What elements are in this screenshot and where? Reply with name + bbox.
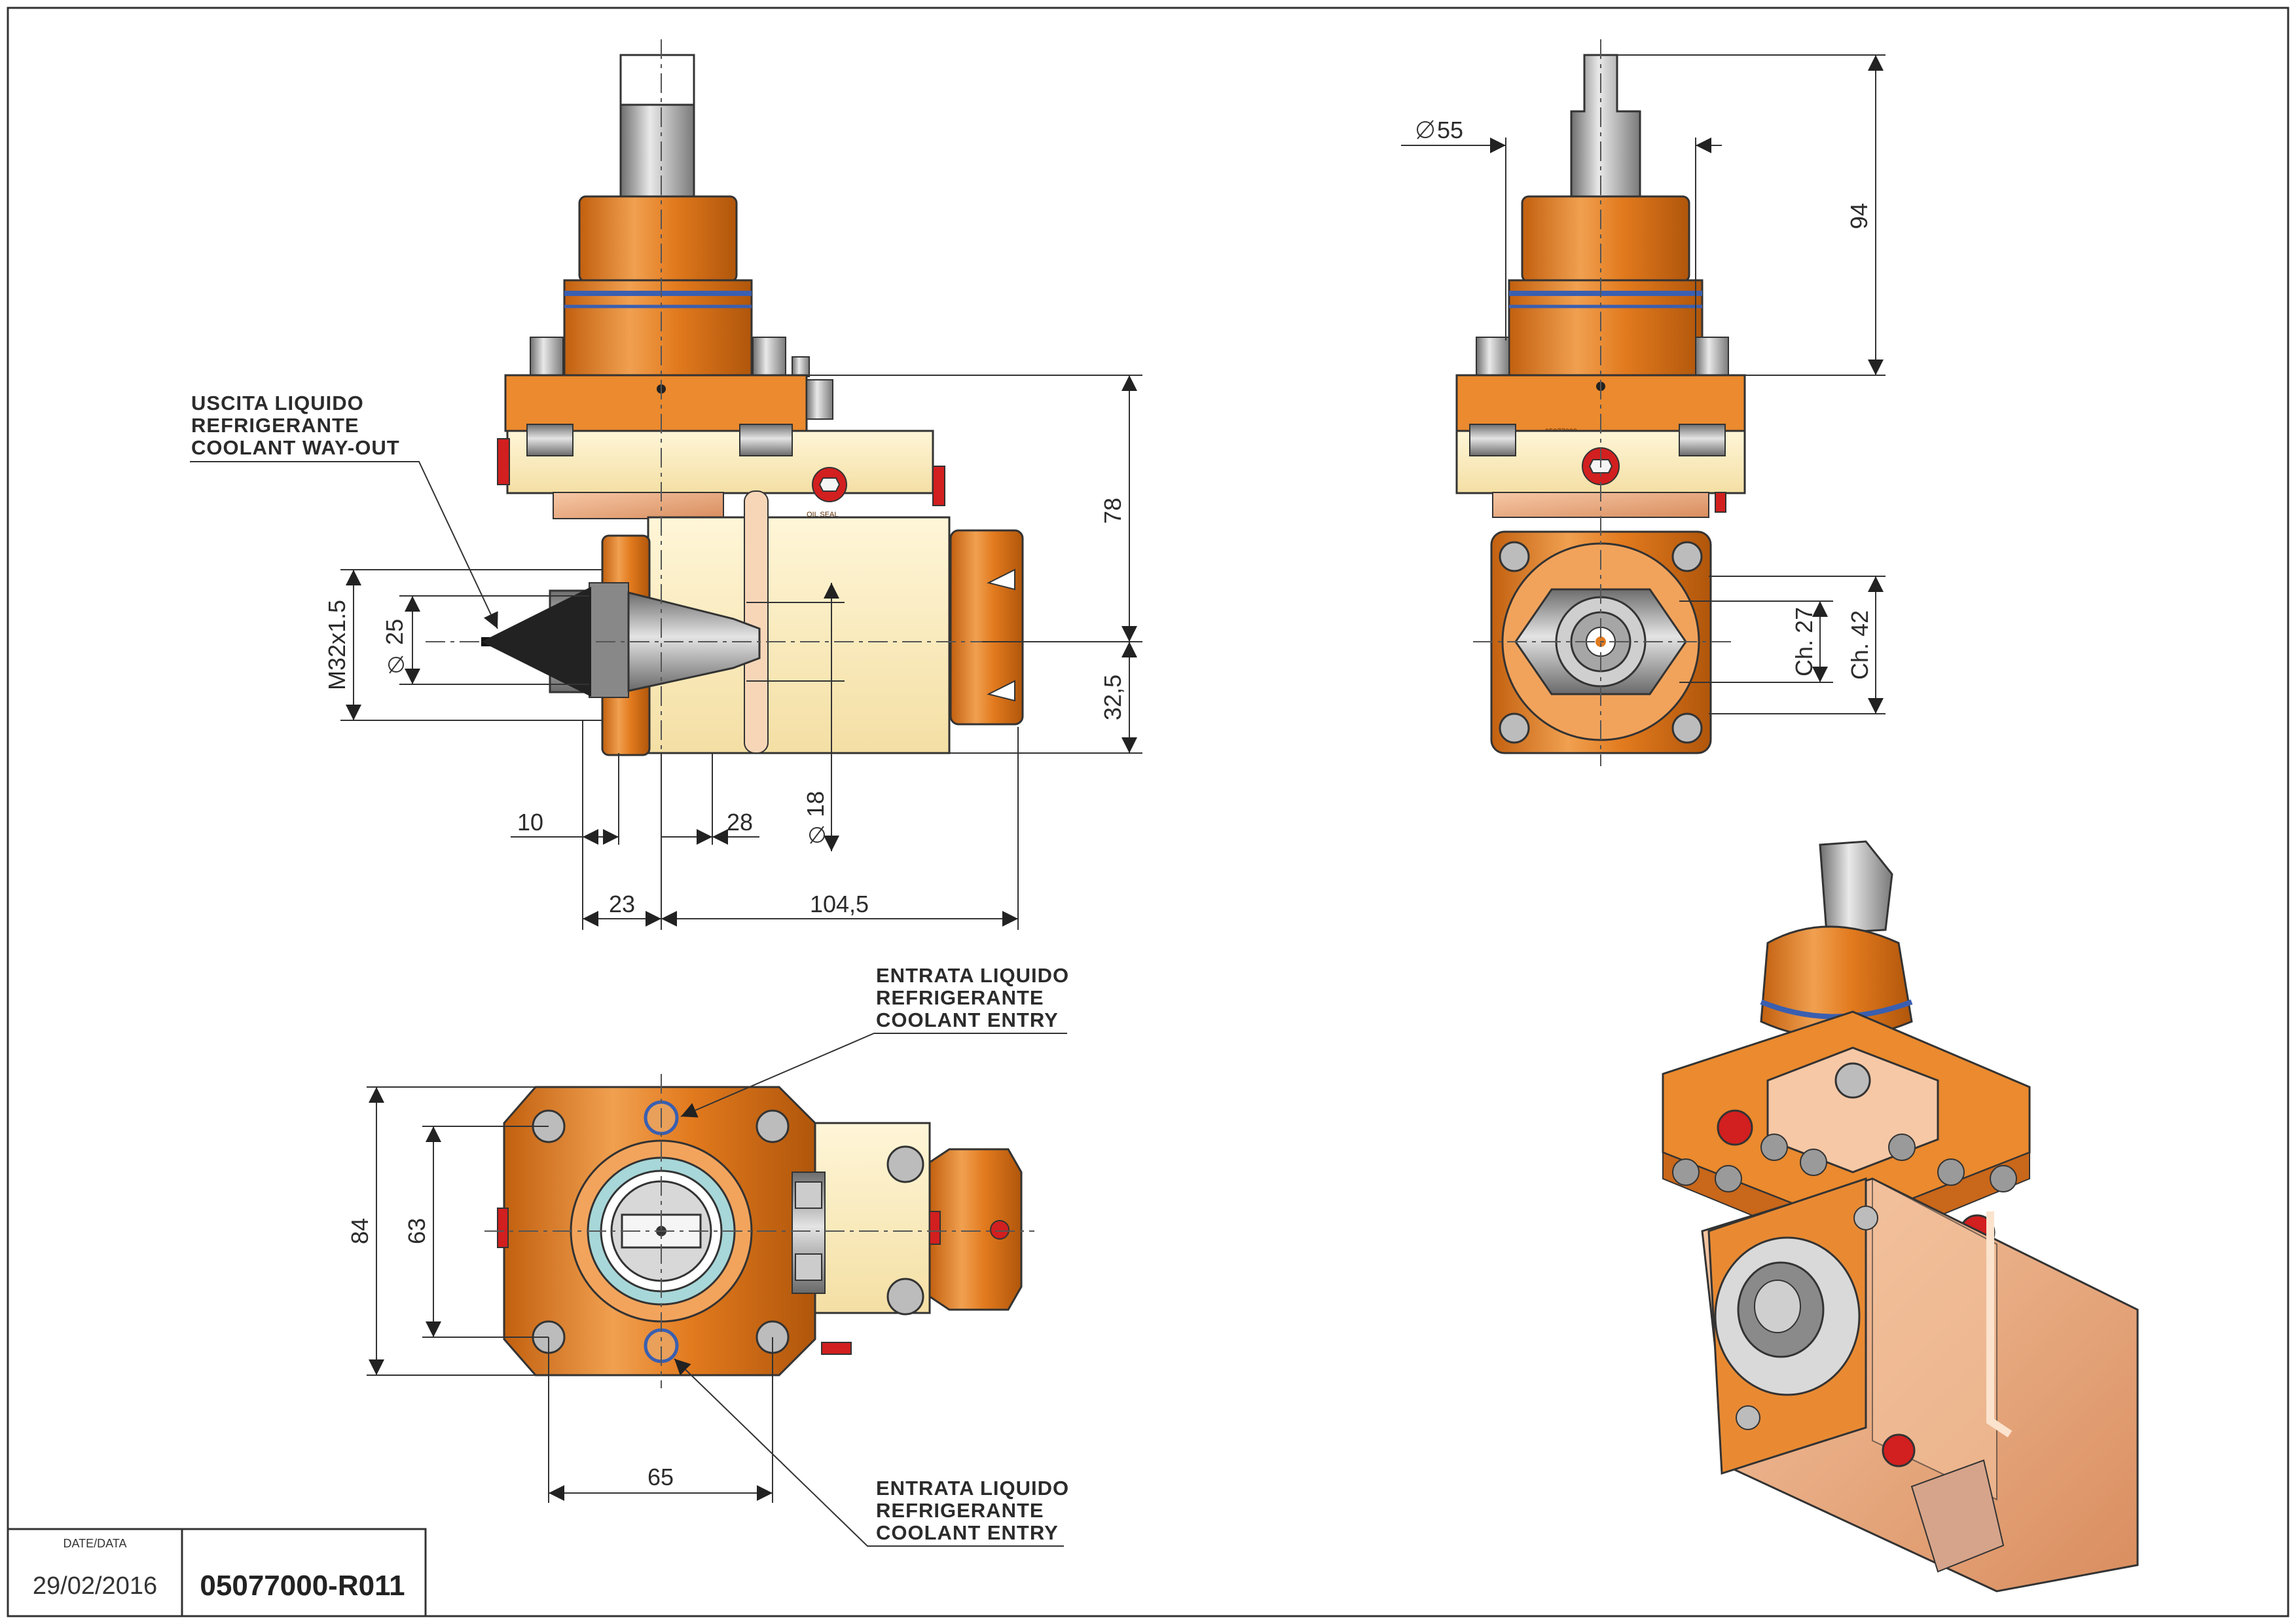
drawing-code: 05077000-R011: [200, 1570, 405, 1602]
title-block: DATE/DATA 29/02/2016 05077000-R011: [7, 1528, 427, 1617]
dim-ch42: Ch. 42: [1846, 610, 1873, 680]
callout-line-1: ENTRATA LIQUIDO: [876, 1477, 1069, 1500]
screw-head: [1476, 337, 1510, 377]
dim-78: 78: [1099, 498, 1126, 524]
dim-32-5: 32,5: [1099, 674, 1126, 720]
callout-coolant-entry-bottom: ENTRATA LIQUIDO REFRIGERANTE COOLANT ENT…: [674, 1358, 1069, 1547]
clamp-block: [739, 424, 793, 456]
callout-coolant-out: USCITA LIQUIDO REFRIGERANTE COOLANT WAY-…: [190, 392, 498, 629]
front-view: 05077000: [1455, 39, 1746, 766]
corner-screw: [1671, 541, 1703, 572]
iso-red-plug: [1717, 1109, 1753, 1146]
screw-head: [752, 337, 786, 377]
screw-head: [1695, 337, 1729, 377]
callout-line-2: REFRIGERANTE: [191, 414, 359, 437]
spindle-housing: [578, 195, 738, 283]
callout-coolant-entry-top: ENTRATA LIQUIDO REFRIGERANTE COOLANT ENT…: [680, 964, 1069, 1118]
red-plug: [497, 438, 510, 485]
dim-28: 28: [727, 809, 753, 836]
callout-line-2: REFRIGERANTE: [876, 986, 1044, 1009]
callout-line-1: ENTRATA LIQUIDO: [876, 964, 1069, 987]
clamp-block: [1469, 424, 1516, 456]
dim-63: 63: [403, 1218, 430, 1244]
shaft: [619, 103, 695, 204]
sheet-border: [7, 7, 2289, 1617]
callout-line-3: COOLANT WAY-OUT: [191, 436, 400, 459]
callout-line-1: USCITA LIQUIDO: [191, 392, 364, 415]
dim-10: 10: [517, 809, 543, 836]
rear-notch: [987, 568, 1015, 591]
iso-cap-face: [1910, 1459, 2005, 1573]
spindle-housing: [1521, 195, 1690, 283]
side-plug: [806, 379, 833, 420]
top-view-dim-text: 84 63 65: [346, 1218, 674, 1490]
screw-head: [530, 337, 564, 377]
corner-screw: [756, 1109, 790, 1143]
callout-line-3: COOLANT ENTRY: [876, 1521, 1059, 1544]
top-rear-cap: [928, 1148, 1023, 1311]
support-block: [553, 492, 724, 519]
screw-head: [792, 356, 810, 377]
diameter-symbol: [809, 827, 825, 843]
rear-notch: [987, 680, 1015, 702]
red-plug: [932, 466, 945, 506]
side-view: OIL SEAL: [426, 39, 1048, 832]
dim-104-5: 104,5: [810, 891, 869, 917]
corner-screw: [1671, 712, 1703, 744]
front-view-dim-text: 55 94 Ch. 27 Ch. 42: [1417, 117, 1873, 680]
diameter-symbol: [388, 657, 404, 673]
corner-screw: [1499, 541, 1530, 572]
top-view: [484, 1074, 1034, 1388]
clamp-block: [1679, 424, 1726, 456]
flange: [504, 374, 808, 432]
dim-thread: M32x1.5: [323, 600, 350, 690]
dim-65: 65: [647, 1464, 674, 1490]
side-view-dimensions: [340, 375, 1142, 930]
date-value: 29/02/2016: [33, 1572, 157, 1600]
dim-diameter-25: 25: [381, 619, 408, 645]
shaft: [1570, 54, 1641, 204]
collet-body: [589, 582, 629, 698]
spindle-collar: [1508, 279, 1704, 377]
top-view-dimensions: [367, 1086, 773, 1503]
dim-94: 94: [1846, 203, 1872, 229]
dim-ch27: Ch. 27: [1791, 607, 1817, 676]
coolant-tube: [744, 490, 769, 754]
iso-shaft: [1819, 840, 1893, 934]
dim-diameter-55: 55: [1437, 117, 1463, 143]
isometric-view: [1662, 840, 2139, 1593]
dim-diameter-18: 18: [802, 791, 829, 817]
dim-84: 84: [346, 1218, 373, 1244]
hex-socket: [818, 477, 841, 492]
clamp-block: [526, 424, 574, 456]
corner-screw: [1499, 712, 1530, 744]
callout-line-3: COOLANT ENTRY: [876, 1008, 1059, 1031]
dim-23: 23: [609, 891, 635, 917]
date-label: DATE/DATA: [63, 1537, 126, 1550]
side-view-dim-text: 78 32,5 M32x1.5 25 10 28 18 23 104,5: [323, 498, 1126, 917]
front-view-dimensions: [1401, 54, 1886, 714]
shaft-tip: [619, 54, 695, 113]
callout-line-2: REFRIGERANTE: [876, 1499, 1044, 1522]
